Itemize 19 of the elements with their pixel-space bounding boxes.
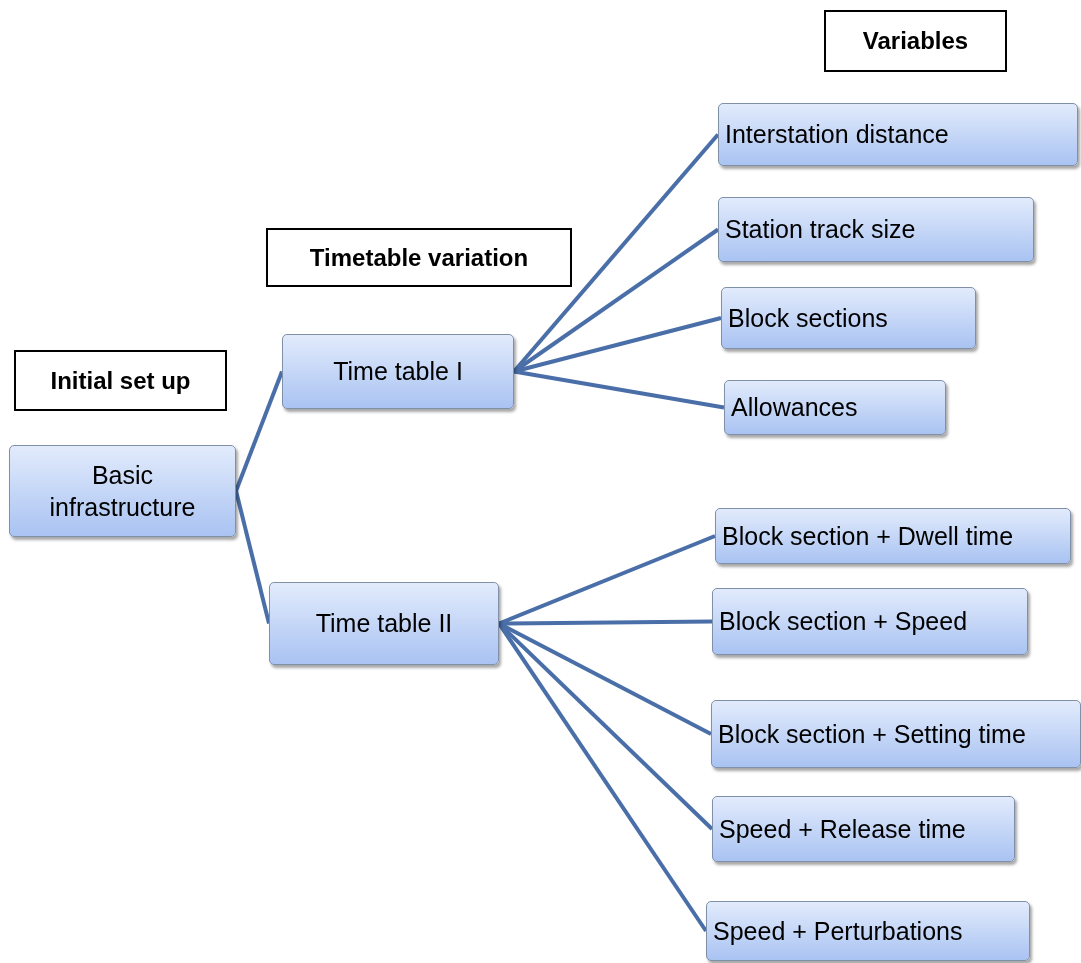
- connector-line: [513, 316, 722, 374]
- variable-box: Block section + Setting time: [711, 700, 1081, 768]
- variable-box: Station track size: [718, 197, 1034, 262]
- timetable-box: Time table II: [269, 582, 499, 665]
- connector-line: [513, 369, 725, 410]
- variable-box: Block sections: [721, 287, 976, 349]
- connector-line: [234, 490, 271, 624]
- heading-box: Variables: [824, 10, 1007, 72]
- variable-box: Speed + Perturbations: [706, 901, 1030, 961]
- variable-box: Interstation distance: [718, 103, 1078, 166]
- variable-box: Speed + Release time: [712, 796, 1015, 862]
- variable-box: Block section + Speed: [712, 588, 1028, 655]
- variable-box: Block section + Dwell time: [715, 508, 1071, 564]
- timetable-box: Basic infrastructure: [9, 445, 236, 537]
- heading-box: Initial set up: [14, 350, 227, 411]
- connector-line: [234, 370, 284, 492]
- heading-box: Timetable variation: [266, 228, 572, 287]
- timetable-box: Time table I: [282, 334, 514, 409]
- variable-box: Allowances: [724, 380, 946, 435]
